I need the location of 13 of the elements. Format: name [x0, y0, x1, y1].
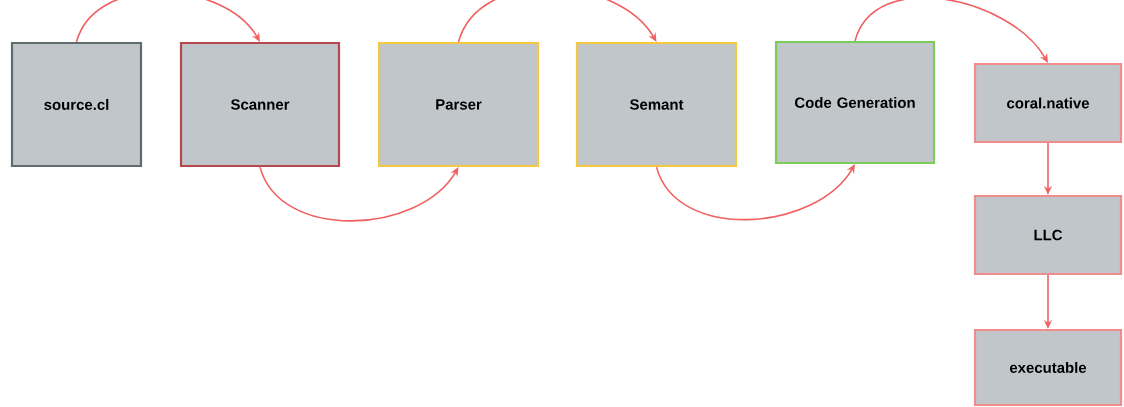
process-box: source.cl: [10, 41, 143, 168]
arrow: [457, 0, 657, 43]
arrow: [854, 0, 1048, 63]
process-box: Semant: [575, 41, 738, 168]
process-box: LLC: [973, 194, 1123, 276]
arrow: [655, 164, 855, 221]
process-box: Parser: [377, 41, 540, 168]
arrow: [75, 0, 260, 43]
process-box: Scanner: [179, 41, 341, 168]
process-box: Code Generation: [774, 40, 936, 165]
process-box: coral.native: [973, 62, 1123, 144]
arrow: [259, 166, 459, 222]
process-box: executable: [973, 328, 1123, 407]
